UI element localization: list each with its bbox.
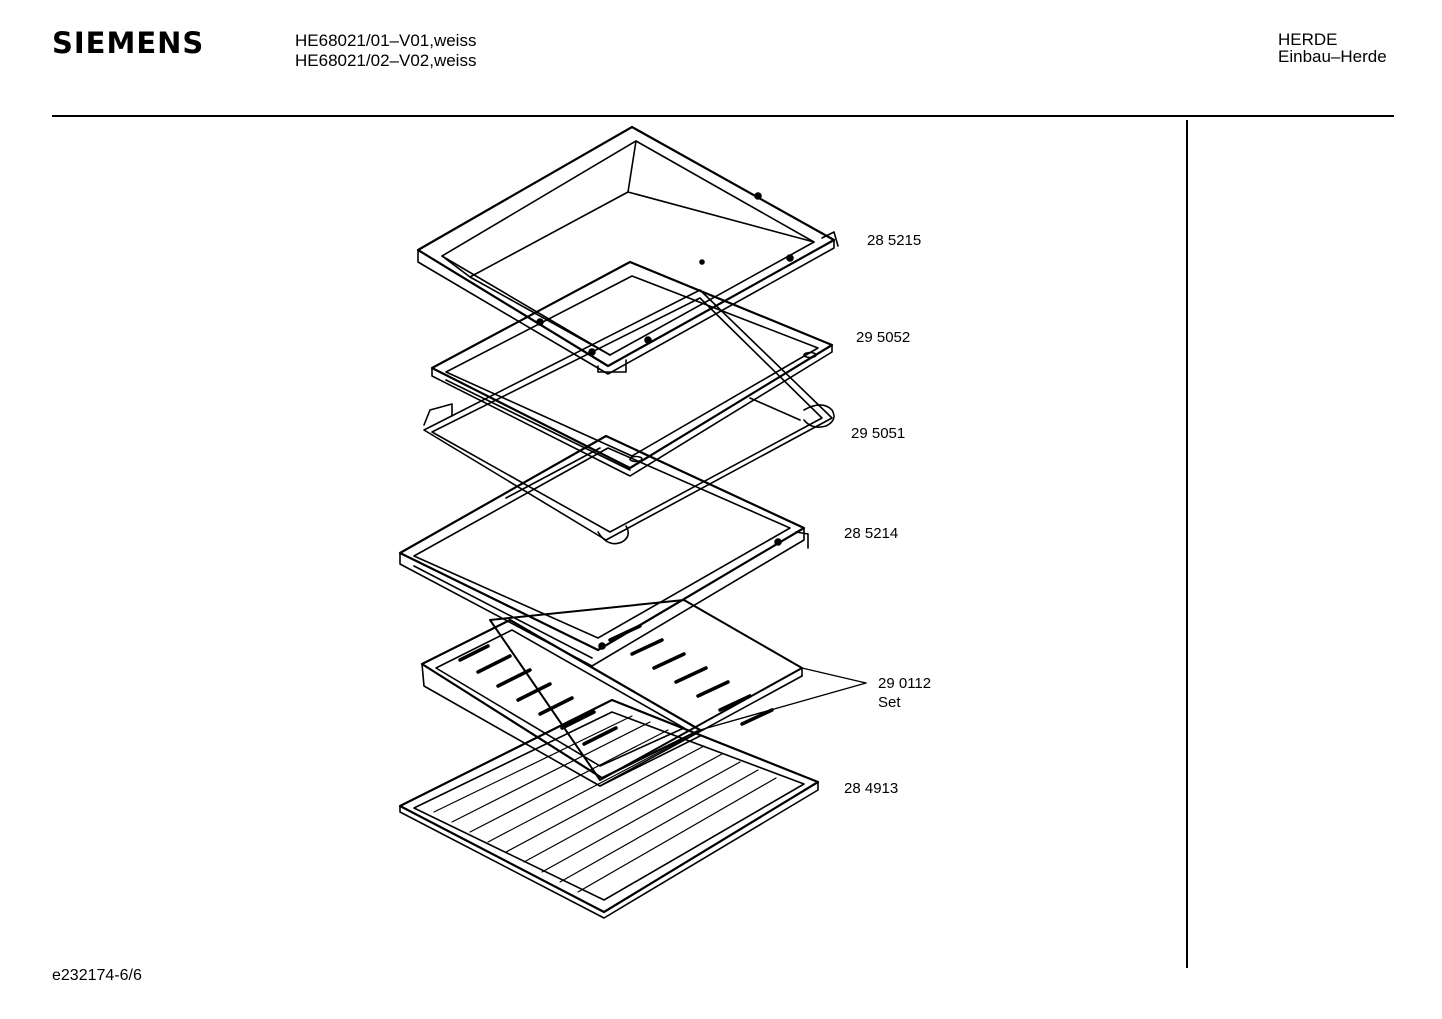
part-drawing-29-5051: [423, 289, 835, 545]
subcategory-label: Einbau–Herde: [1278, 47, 1387, 66]
brand-logo: SIEMENS: [52, 26, 205, 60]
part-number-label: 29 5052: [856, 329, 911, 346]
model-line-2: HE68021/02–V02,weiss: [295, 51, 477, 70]
part-drawing-29-5052: [430, 260, 834, 477]
document-id: e232174-6/6: [52, 967, 142, 984]
part-drawing-28-5214: [398, 434, 809, 667]
part-number-label: 29 5051: [851, 425, 906, 442]
part-drawing-28-5215: [416, 125, 839, 375]
part-drawing-29-0112: [420, 599, 867, 787]
part-set-label: Set: [878, 694, 901, 711]
part-number-label: 28 5214: [844, 525, 899, 542]
header-divider: [52, 115, 1394, 117]
part-number-label: 29 0112: [878, 675, 932, 692]
category-label: HERDE: [1278, 30, 1338, 49]
part-number-label: 28 4913: [844, 780, 899, 797]
side-divider: [1186, 120, 1188, 968]
part-number-label: 28 5215: [867, 232, 922, 249]
model-line-1: HE68021/01–V01,weiss: [295, 31, 477, 50]
part-drawing-28-4913: [398, 698, 820, 919]
